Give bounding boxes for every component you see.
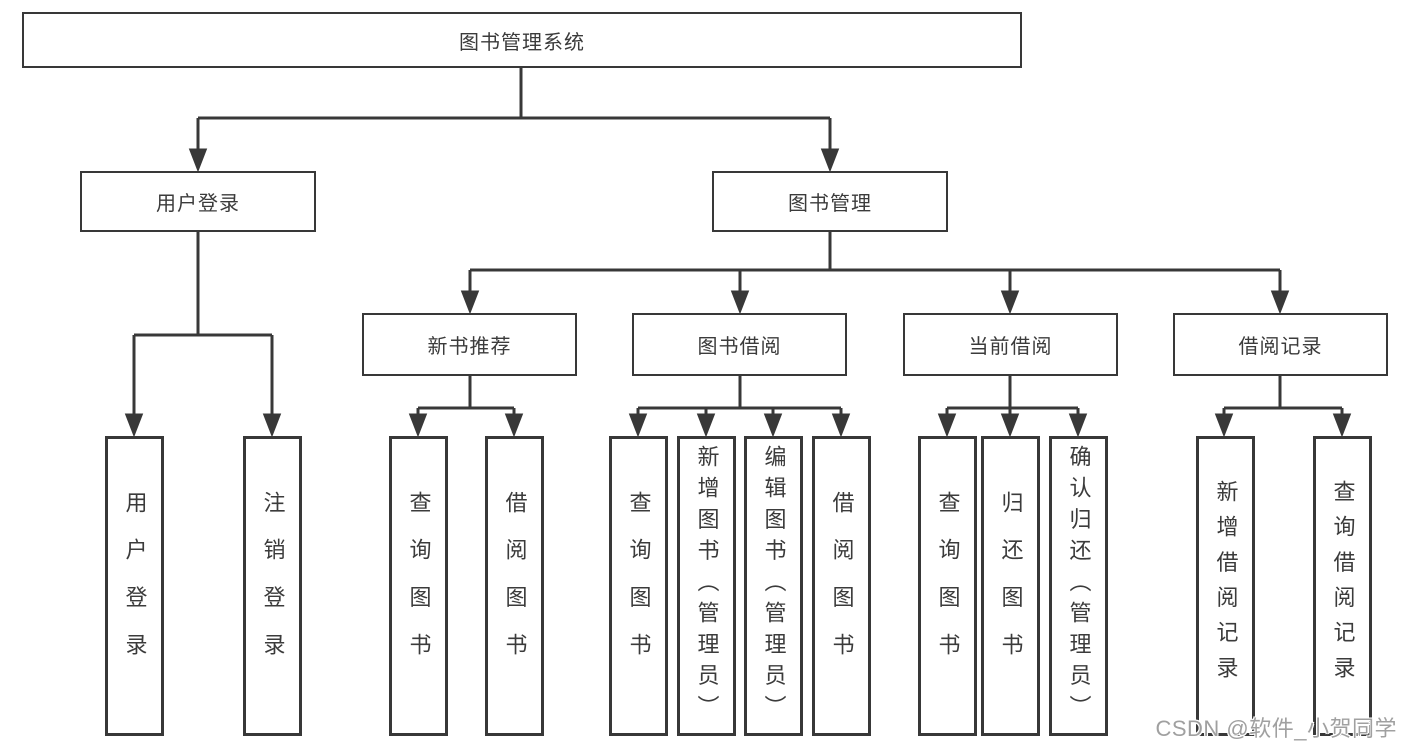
node-borrow-records: 借阅记录 — [1173, 313, 1388, 376]
leaf-label: 归还图书 — [998, 491, 1024, 681]
leaf-bookborrow-add-books-admin: 新增图书（管理员） — [677, 436, 736, 736]
arrowhead-icon — [1214, 413, 1234, 438]
leaf-currentborrow-query-books: 查询图书 — [918, 436, 977, 736]
connector-borrowrecord-to-leaves — [1214, 376, 1352, 438]
node-current-borrow-label: 当前借阅 — [968, 336, 1053, 358]
leaf-label: 查询图书 — [406, 491, 432, 681]
arrowhead-icon — [1270, 290, 1290, 315]
connector-bookmgmt-to-level3 — [460, 232, 1290, 315]
leaf-bookborrow-borrow-books: 借阅图书 — [812, 436, 871, 736]
leaf-label: 查询图书 — [626, 491, 652, 681]
arrowhead-icon — [1000, 290, 1020, 315]
leaf-currentborrow-return-books: 归还图书 — [981, 436, 1040, 736]
leaf-label: 新增图书（管理员） — [694, 445, 720, 727]
arrowhead-icon — [188, 148, 208, 173]
leaf-label: 借阅图书 — [829, 491, 855, 681]
arrowhead-icon — [124, 413, 144, 438]
leaf-user-login: 用户登录 — [105, 436, 164, 736]
arrowhead-icon — [262, 413, 282, 438]
node-root-label: 图书管理系统 — [459, 31, 585, 54]
leaf-logout: 注销登录 — [243, 436, 302, 736]
node-borrow-records-label: 借阅记录 — [1238, 336, 1323, 358]
leaf-newbookrec-borrow-books: 借阅图书 — [485, 436, 544, 736]
leaf-label: 编辑图书（管理员） — [761, 445, 787, 727]
node-current-borrow: 当前借阅 — [903, 313, 1118, 376]
arrowhead-icon — [1068, 413, 1088, 438]
leaf-currentborrow-confirm-return-admin: 确认归还（管理员） — [1049, 436, 1108, 736]
arrowhead-icon — [937, 413, 957, 438]
node-book-borrow-label: 图书借阅 — [697, 336, 782, 358]
leaf-bookborrow-query-books: 查询图书 — [609, 436, 668, 736]
leaf-borrowrecord-add-record: 新增借阅记录 — [1196, 436, 1255, 736]
arrowhead-icon — [696, 413, 716, 438]
arrowhead-icon — [628, 413, 648, 438]
node-new-book-recommend-label: 新书推荐 — [427, 336, 512, 358]
csdn-watermark: CSDN @软件_小贺同学 — [1155, 716, 1397, 741]
arrowhead-icon — [763, 413, 783, 438]
leaf-user-login-label: 用户登录 — [122, 491, 148, 681]
arrowhead-icon — [504, 413, 524, 438]
node-new-book-recommend: 新书推荐 — [362, 313, 577, 376]
leaf-label: 查询借阅记录 — [1330, 480, 1356, 692]
node-book-management-label: 图书管理 — [788, 193, 872, 215]
connector-bookborrow-to-leaves — [628, 376, 851, 438]
connector-root-to-level2 — [188, 68, 840, 173]
arrowhead-icon — [730, 290, 750, 315]
leaf-logout-label: 注销登录 — [260, 491, 286, 681]
arrowhead-icon — [831, 413, 851, 438]
leaf-label: 新增借阅记录 — [1213, 480, 1239, 692]
leaf-label: 借阅图书 — [502, 491, 528, 681]
node-book-management: 图书管理 — [712, 171, 948, 232]
arrowhead-icon — [408, 413, 428, 438]
connector-newbookrec-to-leaves — [408, 376, 524, 438]
connector-currentborrow-to-leaves — [937, 376, 1088, 438]
node-book-borrow: 图书借阅 — [632, 313, 847, 376]
arrowhead-icon — [1332, 413, 1352, 438]
arrowhead-icon — [1000, 413, 1020, 438]
arrowhead-icon — [460, 290, 480, 315]
node-user-login: 用户登录 — [80, 171, 316, 232]
node-root: 图书管理系统 — [22, 12, 1022, 68]
leaf-borrowrecord-query-record: 查询借阅记录 — [1313, 436, 1372, 736]
leaf-label: 确认归还（管理员） — [1066, 445, 1092, 727]
arrowhead-icon — [820, 148, 840, 173]
leaf-bookborrow-edit-books-admin: 编辑图书（管理员） — [744, 436, 803, 736]
leaf-newbookrec-query-books: 查询图书 — [389, 436, 448, 736]
node-user-login-label: 用户登录 — [156, 193, 240, 215]
connector-userlogin-to-leaves — [124, 232, 282, 438]
leaf-label: 查询图书 — [935, 491, 961, 681]
